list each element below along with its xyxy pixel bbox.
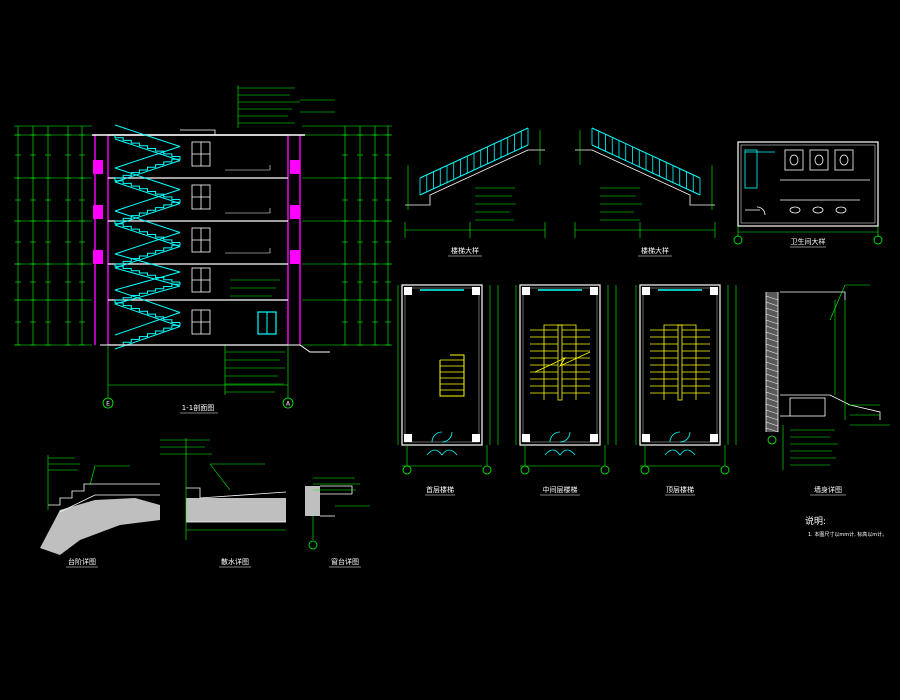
toilet-detail: 卫生间大样 bbox=[733, 141, 883, 248]
stair-plans bbox=[397, 284, 737, 475]
notes-block: 说明: 1. 本图尺寸以mm计, 标高以m计。 bbox=[805, 515, 887, 538]
wall-section-title: 墙身详图 bbox=[814, 485, 842, 494]
grid-label-a: A bbox=[286, 401, 291, 408]
sill-detail: 窗台详图 bbox=[305, 477, 370, 568]
building-section: E A 1-1剖面图 bbox=[14, 85, 392, 414]
stair-elevation-left: 楼梯大样 bbox=[404, 127, 546, 257]
apron-detail: 散水详图 bbox=[160, 438, 287, 568]
stair-elevation-left-title: 楼梯大样 bbox=[451, 246, 479, 255]
section-title: 1-1剖面图 bbox=[182, 403, 214, 412]
apron-detail-title: 散水详图 bbox=[221, 557, 249, 566]
plan-top-title: 顶层楼梯 bbox=[666, 485, 694, 494]
plan-ground-title: 首层楼梯 bbox=[426, 485, 454, 494]
stair-elevation-right-title: 楼梯大样 bbox=[641, 246, 669, 255]
step-detail: 台阶详图 bbox=[40, 455, 160, 568]
grid-bubble-a bbox=[282, 397, 294, 409]
grid-label-e: E bbox=[106, 401, 110, 408]
grid-bubble-e bbox=[102, 397, 114, 409]
wall-section-detail: 墙身详图 bbox=[765, 284, 890, 496]
toilet-title: 卫生间大样 bbox=[791, 237, 826, 246]
stair-elevation-right: 楼梯大样 bbox=[574, 127, 716, 257]
notes-line-1: 1. 本图尺寸以mm计, 标高以m计。 bbox=[808, 531, 887, 538]
sill-detail-title: 窗台详图 bbox=[331, 557, 359, 566]
step-detail-title: 台阶详图 bbox=[68, 557, 96, 566]
plan-middle-title: 中间层楼梯 bbox=[543, 485, 578, 494]
notes-heading: 说明: bbox=[805, 515, 826, 527]
